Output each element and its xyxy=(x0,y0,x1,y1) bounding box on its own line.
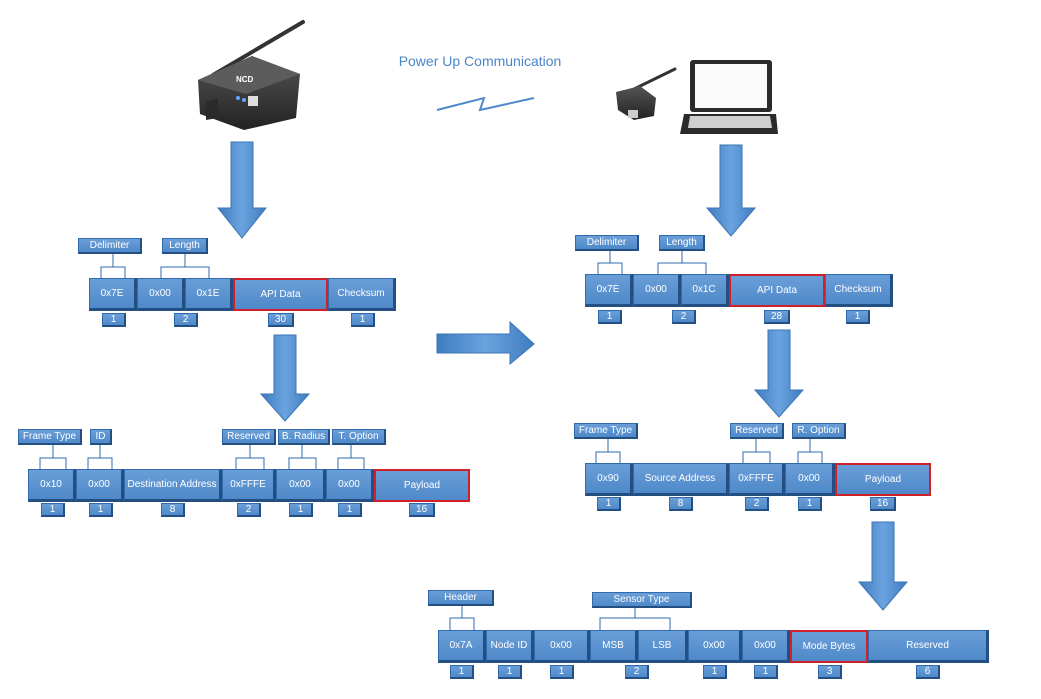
size-delimiter: 1 xyxy=(102,313,126,327)
wireless-sensor-icon: NCD xyxy=(198,20,305,130)
label-broadcast-radius: B. Radius xyxy=(278,429,330,445)
field-node-id: Node ID xyxy=(486,630,534,663)
down-arrow-1 xyxy=(216,141,268,239)
label-delimiter: Delimiter xyxy=(78,238,142,254)
field-payload: Payload xyxy=(374,469,470,502)
size-checksum: 1 xyxy=(351,313,375,327)
size-mode-bytes: 3 xyxy=(818,665,842,679)
label-length: Length xyxy=(659,235,705,251)
field-reserved: 0xFFFE xyxy=(222,469,276,502)
size-reserved: 2 xyxy=(237,503,261,517)
size-frame-type: 1 xyxy=(597,497,621,511)
size-byte-7: 1 xyxy=(754,665,778,679)
label-reserved: Reserved xyxy=(222,429,276,445)
label-sensor-type: Sensor Type xyxy=(592,592,692,608)
size-payload: 16 xyxy=(409,503,435,517)
size-header: 1 xyxy=(450,665,474,679)
field-length-msb: 0x00 xyxy=(633,274,681,307)
size-broadcast-radius: 1 xyxy=(289,503,313,517)
ncd-logo: NCD xyxy=(236,75,254,84)
size-reserved: 2 xyxy=(745,497,769,511)
field-frame-type: 0x90 xyxy=(585,463,633,496)
size-length: 2 xyxy=(672,310,696,324)
field-frame-type: 0x10 xyxy=(28,469,76,502)
field-api-data: API Data xyxy=(729,274,825,307)
field-reserved: 0xFFFE xyxy=(729,463,785,496)
size-receive-option: 1 xyxy=(798,497,822,511)
label-header: Header xyxy=(428,590,494,606)
label-transmit-option: T. Option xyxy=(332,429,386,445)
size-reserved: 6 xyxy=(916,665,940,679)
down-arrow-4 xyxy=(753,329,805,418)
field-reserved-byte: 0x00 xyxy=(534,630,590,663)
field-mode-bytes: Mode Bytes xyxy=(790,630,868,663)
laptop-icon xyxy=(680,60,778,134)
field-length-lsb: 0x1C xyxy=(681,274,729,307)
size-byte-6: 1 xyxy=(703,665,727,679)
title: Power Up Communication xyxy=(398,53,562,69)
size-payload: 16 xyxy=(870,497,896,511)
field-receive-option: 0x00 xyxy=(785,463,835,496)
label-receive-option: R. Option xyxy=(792,423,846,439)
field-delimiter: 0x7E xyxy=(89,278,137,311)
label-delimiter: Delimiter xyxy=(575,235,639,251)
size-api-data: 28 xyxy=(764,310,790,324)
field-byte-7: 0x00 xyxy=(742,630,790,663)
size-source-address: 8 xyxy=(669,497,693,511)
size-api-data: 30 xyxy=(268,313,294,327)
right-arrow xyxy=(436,320,535,366)
size-node-id: 1 xyxy=(498,665,522,679)
size-frame-type: 1 xyxy=(41,503,65,517)
field-length-msb: 0x00 xyxy=(137,278,185,311)
field-header: 0x7A xyxy=(438,630,486,663)
field-transmit-option: 0x00 xyxy=(326,469,374,502)
field-api-data: API Data xyxy=(233,278,328,311)
field-source-address: Source Address xyxy=(633,463,729,496)
field-destination-address: Destination Address xyxy=(124,469,222,502)
size-length: 2 xyxy=(174,313,198,327)
size-sensor-type: 2 xyxy=(625,665,649,679)
size-frame-id: 1 xyxy=(89,503,113,517)
down-arrow-5 xyxy=(857,521,909,611)
field-payload: Payload xyxy=(835,463,931,496)
usb-gateway-icon xyxy=(616,67,677,120)
down-arrow-2 xyxy=(705,144,757,237)
brackets xyxy=(39,251,823,631)
label-reserved: Reserved xyxy=(730,423,784,439)
size-checksum: 1 xyxy=(846,310,870,324)
field-frame-id: 0x00 xyxy=(76,469,124,502)
field-delimiter: 0x7E xyxy=(585,274,633,307)
field-sensor-type-lsb: LSB xyxy=(638,630,688,663)
field-reserved: Reserved xyxy=(868,630,989,663)
label-frame-type: Frame Type xyxy=(18,429,82,445)
size-transmit-option: 1 xyxy=(338,503,362,517)
field-byte-6: 0x00 xyxy=(688,630,742,663)
field-checksum: Checksum xyxy=(825,274,893,307)
size-reserved-byte: 1 xyxy=(550,665,574,679)
down-arrow-3 xyxy=(259,334,311,422)
size-delimiter: 1 xyxy=(598,310,622,324)
field-broadcast-radius: 0x00 xyxy=(276,469,326,502)
field-sensor-type-msb: MSB xyxy=(590,630,638,663)
field-checksum: Checksum xyxy=(328,278,396,311)
label-frame-type: Frame Type xyxy=(574,423,638,439)
field-length-lsb: 0x1E xyxy=(185,278,233,311)
size-destination-address: 8 xyxy=(161,503,185,517)
label-id: ID xyxy=(90,429,112,445)
label-length: Length xyxy=(162,238,208,254)
wireless-link-icon xyxy=(436,96,535,112)
